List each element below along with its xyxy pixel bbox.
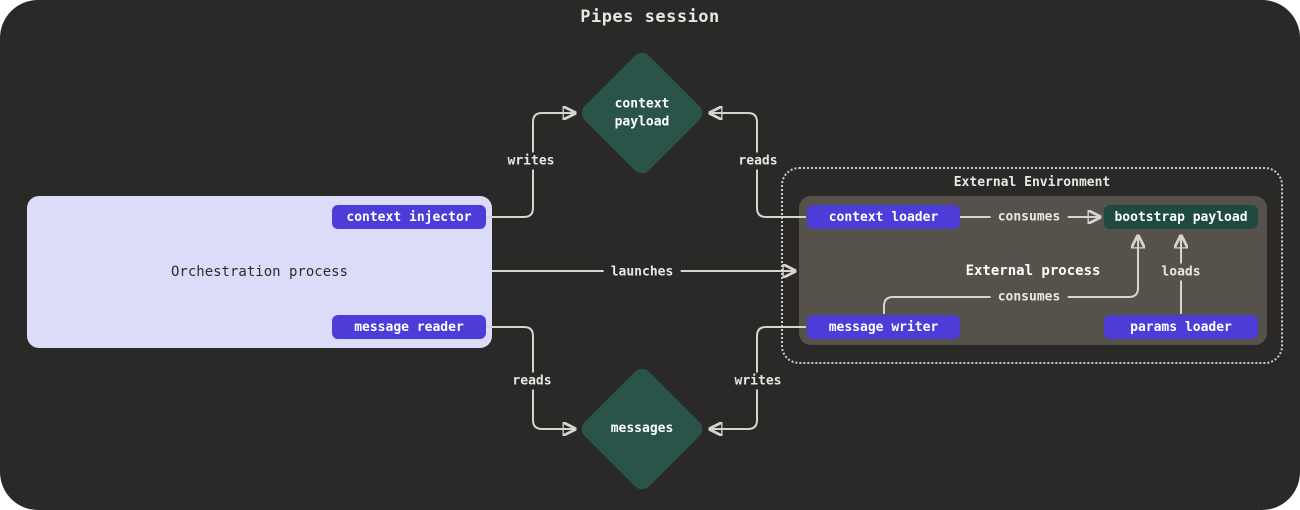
messages-label: messages	[610, 421, 674, 437]
edge-label-writes-top: writes	[500, 152, 562, 170]
edge-label-writes-bottom: writes	[727, 372, 789, 390]
external-environment-label: External Environment	[953, 175, 1111, 190]
params-loader-chip: params loader	[1104, 315, 1258, 339]
orchestration-process-box: Orchestration process context injector m…	[27, 196, 492, 348]
external-environment-box: External Environment	[781, 167, 1283, 364]
edge-label-consumes-bottom: consumes	[990, 288, 1068, 306]
edge-label-reads-top: reads	[731, 152, 785, 170]
diagram-title: Pipes session	[580, 7, 720, 27]
edge-label-loads: loads	[1154, 263, 1208, 281]
context-payload-label: context payload	[614, 96, 670, 129]
message-writer-chip: message writer	[807, 315, 960, 339]
message-reader-chip: message reader	[332, 315, 486, 339]
orchestration-process-label: Orchestration process	[170, 264, 348, 280]
edge-label-launches: launches	[603, 263, 681, 281]
edge-label-reads-bottom: reads	[505, 372, 559, 390]
context-loader-chip: context loader	[807, 205, 960, 229]
bootstrap-payload-chip: bootstrap payload	[1104, 205, 1258, 229]
edge-label-consumes-top: consumes	[990, 208, 1068, 226]
context-injector-chip: context injector	[332, 205, 486, 229]
